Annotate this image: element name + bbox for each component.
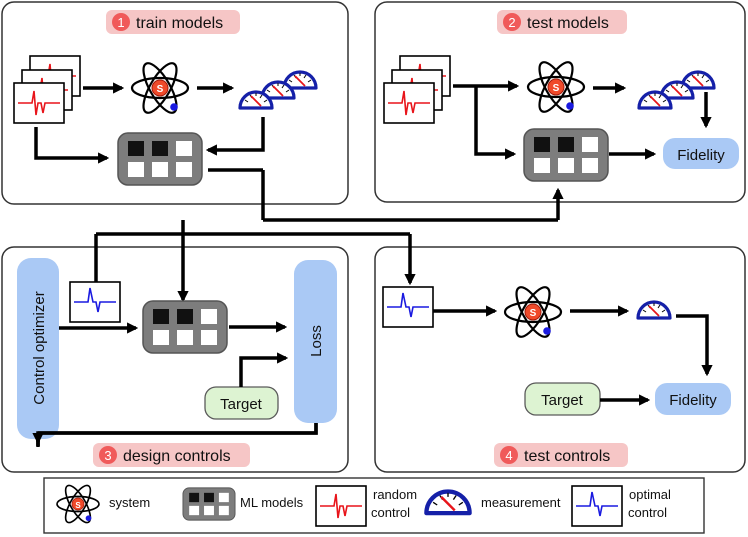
legend-ml-models-label: ML models <box>240 495 304 510</box>
fidelity-label: Fidelity <box>677 147 725 164</box>
badge-train-models: 1 train models <box>106 10 240 34</box>
ml-model <box>117 132 203 186</box>
badge-number: 3 <box>104 448 111 463</box>
badge-number: 1 <box>117 15 124 30</box>
target-node: Target <box>204 386 279 420</box>
legend-random-line2: control <box>371 505 410 520</box>
legend-measurement: measurement <box>426 492 561 514</box>
panel-title: test models <box>527 15 609 32</box>
system-atom: S <box>503 281 563 343</box>
optimal-control-card <box>69 281 121 323</box>
badge-design-controls: 3 design controls <box>93 443 250 467</box>
target-label: Target <box>220 396 263 413</box>
badge-number: 2 <box>508 15 515 30</box>
target-node: Target <box>524 382 601 416</box>
legend-ml-models: ML models <box>182 487 304 521</box>
panel-test-controls <box>374 246 746 473</box>
legend-optimal-line2: control <box>628 505 667 520</box>
legend-system-label: system <box>109 495 150 510</box>
legend-random-line1: random <box>373 487 417 502</box>
system-glyph: S <box>530 308 537 319</box>
fidelity-node: Fidelity <box>655 383 731 415</box>
control-optimizer-label: Control optimizer <box>31 291 48 404</box>
panel-title: test controls <box>524 448 610 465</box>
panel-title: design controls <box>123 448 231 465</box>
system-glyph: S <box>553 83 560 94</box>
ml-model <box>142 300 228 354</box>
fidelity-node: Fidelity <box>663 138 739 169</box>
badge-number: 4 <box>505 448 512 463</box>
legend-optimal-line1: optimal <box>629 487 671 502</box>
loss-node: Loss <box>294 260 337 423</box>
legend-optimal-control: optimal control <box>571 485 671 527</box>
loss-label: Loss <box>308 325 325 357</box>
legend-random-control: random control <box>315 485 417 527</box>
legend-measurement-label: measurement <box>481 495 561 510</box>
target-label: Target <box>541 392 584 409</box>
panel-train-models <box>1 1 349 205</box>
fidelity-label: Fidelity <box>669 392 717 409</box>
badge-test-controls: 4 test controls <box>494 443 628 467</box>
system-glyph: S <box>75 501 81 510</box>
system-atom: S <box>526 56 586 118</box>
ml-model <box>523 128 609 182</box>
control-optimizer-node: Control optimizer <box>17 258 59 439</box>
badge-test-models: 2 test models <box>497 10 627 34</box>
system-glyph: S <box>157 84 164 95</box>
panel-title: train models <box>136 15 223 32</box>
optimal-control-card <box>382 286 434 328</box>
legend-system: S system <box>56 481 150 527</box>
system-atom: S <box>130 57 190 119</box>
